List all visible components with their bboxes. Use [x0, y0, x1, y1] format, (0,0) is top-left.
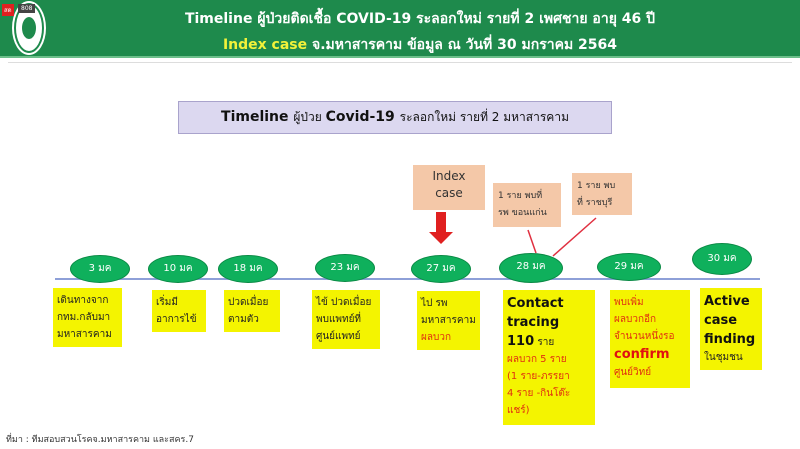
l: Contact [507, 296, 564, 311]
l: ผลบวก [421, 332, 452, 343]
l: แชร์) [507, 405, 530, 416]
t-d: ระลอกใหม่ รายที่ 2 มหาสารคาม [399, 110, 569, 124]
l: ไข้ ปวดเมื่อย [316, 297, 372, 308]
l: เดินทางจาก [57, 295, 109, 306]
subtitle-text: จ.มหาสารคาม ข้อมูล ณ วันที่ 30 มกราคม 25… [307, 37, 618, 53]
l: มหาสารคาม [57, 329, 112, 340]
date-27: 27 มค [411, 255, 471, 283]
l: (1 ราย-ภรรยา [507, 371, 570, 382]
header-title: Timeline ผู้ป่วยติดเชื้อ COVID-19 ระลอกใ… [184, 11, 656, 27]
note-30: Active case finding ในชุมชน [700, 288, 762, 370]
l: พบเพิ่ม [614, 297, 644, 308]
l: ปวดเมื่อย [228, 297, 269, 308]
t-b: ผู้ป่วย [293, 110, 326, 124]
date-18: 18 มค [218, 255, 278, 283]
l: tracing [507, 315, 560, 330]
l: ตามตัว [228, 314, 259, 325]
callout-khonkaen: 1 ราย พบที่รพ ขอนแก่น [493, 183, 561, 227]
l: เริ่มมี [156, 297, 178, 308]
l: case [704, 313, 738, 328]
note-28: Contact tracing 110 รายผลบวก 5 ราย (1 ราย-ภ… [503, 290, 595, 425]
slide-title: Timeline ผู้ป่วย Covid-19 ระลอกใหม่ รายท… [178, 101, 612, 134]
l: จำนวนหนึ่งรอ [614, 331, 675, 342]
callout-ratchaburi: 1 ราย พบที่ ราชบุรี [572, 173, 632, 215]
l: 1 ราย พบ [577, 181, 616, 191]
note-10: เริ่มมีอาการไข้ [152, 290, 206, 332]
slide [8, 62, 792, 442]
l: พบแพทย์ที่ [316, 314, 362, 325]
l: ศูนย์แพทย์ [316, 331, 361, 342]
l: ที่ ราชบุรี [577, 198, 613, 208]
header-subtitle: Index case จ.มหาสารคาม ข้อมูล ณ วันที่ 3… [0, 34, 800, 56]
timeline-axis [55, 278, 760, 280]
date-28: 28 มค [499, 253, 563, 283]
l: confirm [614, 347, 670, 362]
date-23: 23 มค [315, 254, 375, 282]
l: finding [704, 332, 756, 347]
l: ไป รพ [421, 298, 448, 309]
index-arrow-icon [429, 212, 453, 244]
l: Index [432, 169, 466, 183]
date-30: 30 มค [692, 243, 752, 275]
connector-line [527, 229, 537, 254]
index-case-label: Index case [222, 37, 308, 53]
l: case [435, 186, 463, 200]
note-3: เดินทางจากกทม.กลับมามหาสารคาม [53, 288, 122, 347]
t-a: Timeline [221, 109, 294, 125]
note-18: ปวดเมื่อยตามตัว [224, 290, 280, 332]
source-note: ที่มา : ทีมสอบสวนโรคจ.มหาสารคาม และสคร.7 [6, 435, 194, 445]
l: ผลบวกอีก [614, 314, 657, 325]
l: อาการไข้ [156, 314, 197, 325]
live-badge: สด [2, 4, 14, 16]
connector-line [552, 217, 597, 257]
l: รพ ขอนแก่น [498, 208, 547, 218]
l: ศูนย์วิทย์ [614, 367, 652, 378]
l: 4 ราย -กินโต๊ะ [507, 388, 571, 399]
l: ในชุมชน [704, 352, 743, 363]
t-c: Covid-19 [325, 109, 400, 125]
l: 1 ราย พบที่ [498, 191, 543, 201]
l: กทม.กลับมา [57, 312, 111, 323]
date-3: 3 มค [70, 255, 130, 283]
view-count: 808 [18, 4, 36, 13]
note-27: ไป รพมหาสารคามผลบวก [417, 291, 480, 350]
l: มหาสารคาม [421, 315, 476, 326]
l: ผลบวก 5 ราย [507, 354, 567, 365]
l: 110 [507, 334, 535, 349]
l: Active [704, 294, 750, 309]
index-case-box: Index case [413, 165, 485, 210]
note-29: พบเพิ่มผลบวกอีกจำนวนหนึ่งรอ confirm ศูนย์ว… [610, 290, 690, 388]
date-10: 10 มค [148, 255, 208, 283]
header-banner: สด 808 Timeline ผู้ป่วยติดเชื้อ COVID-19… [0, 0, 800, 58]
note-23: ไข้ ปวดเมื่อยพบแพทย์ที่ศูนย์แพทย์ [312, 290, 380, 349]
l: ราย [537, 337, 555, 348]
date-29: 29 มค [597, 253, 661, 281]
